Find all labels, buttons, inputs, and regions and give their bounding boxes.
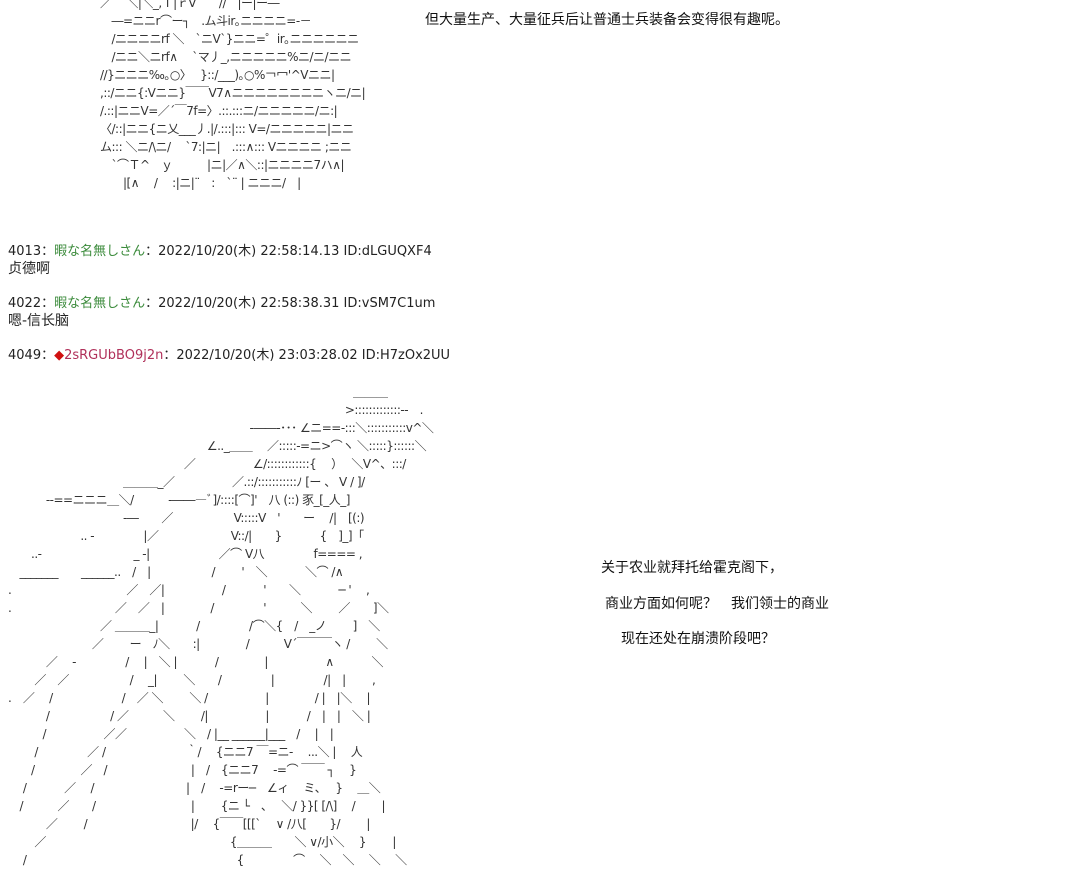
ascii-art-line: -――‐･･･ ∠ニ==-:::＼:::::::::::v^＼ <box>8 421 434 435</box>
ascii-art-line: ∠.._＿＿ ／:::::-=ニ>⌒ヽ ＼:::::}::::::＼ <box>8 439 427 453</box>
post-meta: ：2022/10/20(木) 23:03:28.02 ID:H7zOx2UU <box>163 348 451 363</box>
trip-diamond-icon: ◆ <box>54 348 65 363</box>
post-header-4049: 4049：◆2sRGUbBO9j2n：2022/10/20(木) 23:03:2… <box>8 344 450 363</box>
ascii-art-line: / ／ / ｀/ {ニニ7 ￣=ニ- ...＼ | 人 <box>8 745 363 759</box>
ascii-art-line: / ／／ ＼ / |__ ______|___ / | | <box>8 727 334 741</box>
ascii-art-line: 〈/::|ニニ{ニ乂___丿.|/.:::|::: V=/ニニニニニ|ニニ <box>100 122 354 136</box>
ascii-art-line: . ／ ／| / ' ＼ ─ ' , <box>8 583 370 597</box>
ascii-art-line: . ／ ／ | / ' ＼ ／ ]＼ <box>8 601 389 615</box>
ascii-art-line: ,::/ニニ{:Vニニ}￣￣V7∧ニニニニニニニニヽニ/ニ| <box>100 86 366 100</box>
post-meta: ：2022/10/20(木) 22:58:14.13 ID:dLGUQXF4 <box>145 244 432 259</box>
ascii-art-line: ／ ＿＿＿_| / /⌒＼{ / _ノ ] ＼ <box>8 619 380 633</box>
ascii-art-line: //}ニニニ‰｡○〉 }::/___)｡○%￢冖'^Vニニ| <box>100 68 335 82</box>
poster-name: 暇な名無しさん <box>54 296 146 311</box>
post-number[interactable]: 4013 <box>8 244 42 259</box>
ascii-art-line: ―=ニニr⌒ー┐ .ム斗ir｡ニニニニ=-－ <box>100 14 312 28</box>
ascii-art-line: . ／ / / ／ ＼ ＼ / | / | |＼ | <box>8 691 371 705</box>
separator: ： <box>41 296 55 311</box>
ascii-art-line: ／ ー ﾉ＼ :| / V´￣￣￣ヽ / ＼ <box>8 637 388 651</box>
ascii-art-line: / ／ / | {ニ └ 、 ＼/ }}[ [/\] / | <box>8 799 386 813</box>
ascii-art-line: ＿＿＿ <box>8 385 388 399</box>
ascii-art-line: ／ / |/ {￣￣[[[` ∨ /八[ }/ | <box>8 817 371 831</box>
post-meta: ：2022/10/20(木) 22:58:38.31 ID:vSM7C1um <box>145 296 436 311</box>
post-number[interactable]: 4049 <box>8 348 42 363</box>
ascii-art-line: ム::: ＼ニ/\ニ/ `7:|ニ| .:::∧::: Vニニニニ ;ニニ <box>100 140 352 154</box>
ascii-art-line: >:::::::::::::-‐ . <box>8 403 424 417</box>
ascii-art-line: ／ ‐ / | ＼ | / | ∧ ＼ <box>8 655 384 669</box>
separator: ： <box>41 348 55 363</box>
post-header-4013: 4013：暇な名無しさん：2022/10/20(木) 22:58:14.13 I… <box>8 240 432 259</box>
post-body-4022: 嗯-信长脑 <box>8 313 70 329</box>
post-header-4022: 4022：暇な名無しさん：2022/10/20(木) 22:58:38.31 I… <box>8 292 435 311</box>
ascii-art-line: /.::|ニニV=／´￣7f=〉.::.:::ニ/ニニニニニ/ニ:| <box>100 104 338 118</box>
ascii-art-line: .. - |／ V::/| } { ]_]「 <box>8 529 364 543</box>
ascii-art-line: ／ ／ / _| ＼ / | /| | , <box>8 673 376 687</box>
ascii-art-line: ／ ∠/::::::::::::{ ） ＼V^、:::/ <box>8 457 407 471</box>
speech-line-3: 现在还处在崩溃阶段吧？ <box>621 631 775 647</box>
speech-text-top: 但大量生产、大量征兵后让普通士兵装备会变得很有趣呢。 <box>425 12 789 28</box>
poster-trip: 2sRGUbBO9j2n <box>64 348 164 363</box>
ascii-art-line: /ニニ＼ニrf∧ `マ丿_,ニニニニニ%ニ/ニ/ニニ <box>100 50 352 64</box>
ascii-art-line: ..‐ _ -| ／⌒ V八 f==== , <box>8 547 363 561</box>
ascii-art-top: ／ ＼|＼_,Ｔ|ｒV // |ー|ー― ―=ニニr⌒ー┐ .ム斗ir｡ニニニニ… <box>100 0 366 192</box>
ascii-art-line: / ／ / | / -=rー─ ∠ィ ミ､ } ＿＼ <box>8 781 381 795</box>
speech-line-2: 商业方面如何呢？ 我们领士的商业 <box>605 596 829 612</box>
post-body-4013: 贞德啊 <box>8 261 50 277</box>
ascii-art-line: ／ {＿＿＿ ＼ ∨/小＼ } | <box>8 835 396 849</box>
ascii-art-line: `⌒Ｔ^ ｙ |ニ|／∧＼::|ニニニニ7ハ∧| <box>100 158 345 172</box>
ascii-art-line: /ニニニニrf ＼ `ニV`}ニニ=゜ir｡ニニニニニニ <box>100 32 360 46</box>
ascii-art-line: ＿＿＿_／ ／.::/:::::::::::ﾉ [ー 、 V / ]/ <box>8 475 365 489</box>
speech-line-1: 关于农业就拜托给霍克阁下， <box>601 560 783 576</box>
post-number[interactable]: 4022 <box>8 296 42 311</box>
ascii-art-line: / { ⌒ ＼ ＼ ＼ ＼ <box>8 853 407 867</box>
ascii-art-line: / ／ / | / {ニニ7 -=⌒ ￣￣ ┐ } <box>8 763 357 777</box>
poster-name: 暇な名無しさん <box>54 244 146 259</box>
ascii-art-line: _______ ______.. / | / ' ＼ ＼⌒ /∧ <box>8 565 344 579</box>
ascii-art-line: / / ／ ＼ /| | / | | ＼ | <box>8 709 371 723</box>
ascii-art-bottom: ＿＿＿ >:::::::::::::-‐ . -――‐･･･ ∠ニ==-:::＼… <box>8 383 434 869</box>
separator: ： <box>41 244 55 259</box>
ascii-art-line: -‐==ニニニ＿＼/ -―――ﾞ]/::::[⌒]' 八 (::) 豕_[_人_… <box>8 493 351 507</box>
ascii-art-line: ／ ＼|＼_,Ｔ|ｒV // |ー|ー― <box>100 0 280 10</box>
ascii-art-line: -― ／ V:::::V ' ー /| [(:) <box>8 511 365 525</box>
ascii-art-line: |[∧ / :|ニ|¨ : `¨ | ニニニ/ | <box>100 176 301 190</box>
